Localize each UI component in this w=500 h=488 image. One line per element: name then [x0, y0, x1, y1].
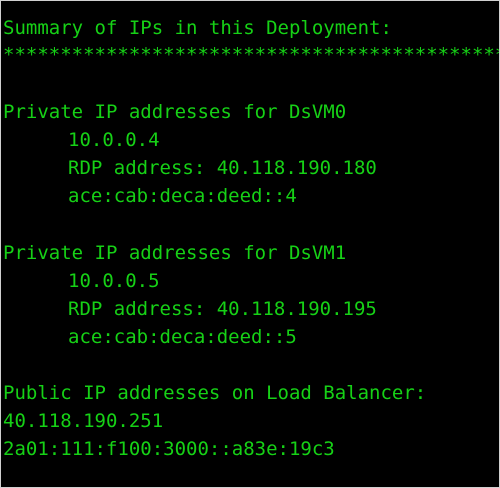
dsvm1-ipv4: 10.0.0.5 [68, 270, 160, 292]
dsvm0-rdp-address: RDP address: 40.118.190.180 [68, 157, 377, 179]
separator-line: ****************************************… [3, 44, 499, 66]
dsvm0-ipv6: ace:cab:deca:deed::4 [68, 185, 297, 207]
dsvm1-rdp-address: RDP address: 40.118.190.195 [68, 298, 377, 320]
dsvm0-heading: Private IP addresses for DsVM0 [3, 101, 347, 123]
summary-title: Summary of IPs in this Deployment: [3, 17, 392, 39]
dsvm1-heading: Private IP addresses for DsVM1 [3, 242, 347, 264]
load-balancer-heading: Public IP addresses on Load Balancer: [3, 382, 427, 404]
dsvm1-ipv6: ace:cab:deca:deed::5 [68, 326, 297, 348]
load-balancer-ipv6: 2a01:111:f100:3000::a83e:19c3 [3, 438, 335, 460]
load-balancer-ipv4: 40.118.190.251 [3, 410, 164, 432]
dsvm0-ipv4: 10.0.0.4 [68, 129, 160, 151]
